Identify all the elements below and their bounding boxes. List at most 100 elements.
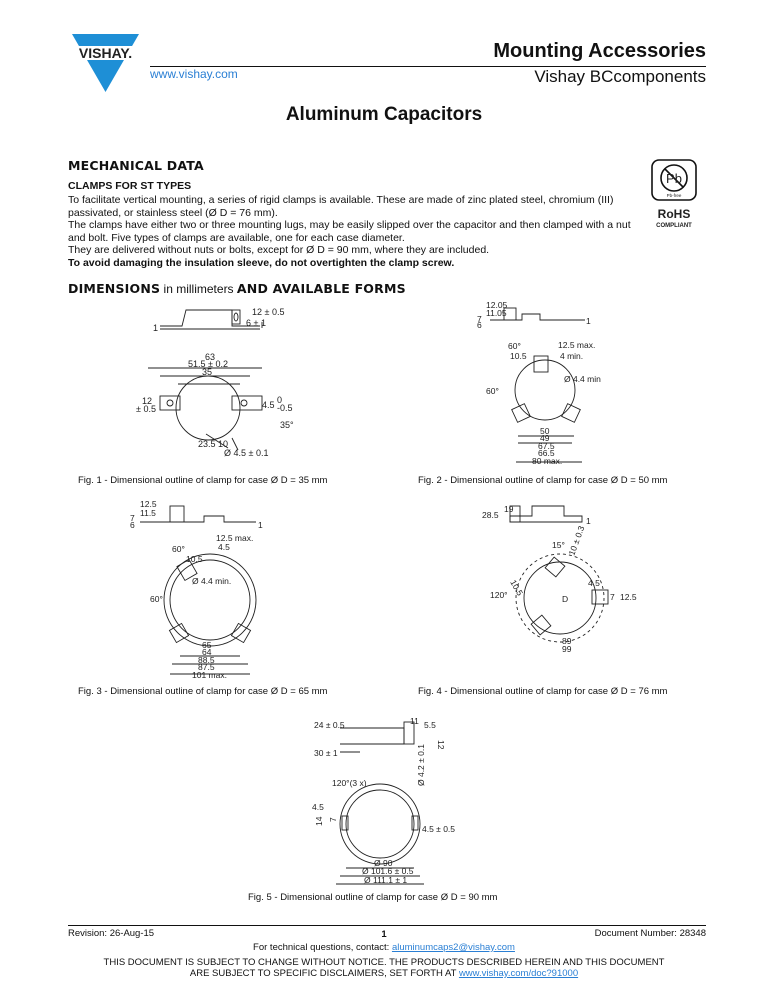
fig4-label: 4.5 bbox=[588, 578, 600, 588]
fig1-label: Ø 4.5 ± 0.1 bbox=[224, 448, 268, 458]
svg-text:RoHS: RoHS bbox=[658, 207, 691, 221]
footer-rule bbox=[68, 925, 706, 926]
clamps-subheading: CLAMPS FOR ST TYPES bbox=[68, 180, 192, 192]
fig1-label: ± 0.5 bbox=[136, 404, 156, 414]
fig2-label: Ø 4.4 min bbox=[564, 374, 601, 384]
fig4-label: 10.5 bbox=[508, 578, 525, 598]
figure-3-caption: Fig. 3 - Dimensional outline of clamp fo… bbox=[78, 686, 328, 697]
fig2-label: 60° bbox=[486, 386, 499, 396]
fig4-label: 1 bbox=[586, 516, 591, 526]
fig3-label: 64 bbox=[202, 647, 212, 657]
fig2-label: 49 bbox=[540, 433, 550, 443]
header-url[interactable]: www.vishay.com bbox=[150, 67, 238, 81]
fig3-label: 10.5 bbox=[186, 554, 203, 564]
page-number: 1 bbox=[381, 929, 387, 940]
fig5-label: 11 bbox=[410, 716, 419, 726]
paragraph: To facilitate vertical mounting, a serie… bbox=[68, 194, 614, 219]
fig2-label: 10.5 bbox=[510, 351, 527, 361]
fig4-label: 10 ± 0.3 bbox=[566, 524, 586, 556]
fig5-label: 120°(3 x) bbox=[332, 778, 367, 788]
figure-1-drawing: 12 ± 0.5 6 ± 1 1 63 51.5 ± 0.2 35 12 ± 0… bbox=[136, 307, 294, 458]
fig3-label: 88.5 bbox=[198, 655, 215, 665]
fig5-label: 4.5 bbox=[312, 802, 324, 812]
fig1-label: 12 ± 0.5 bbox=[252, 307, 284, 317]
fig3-label: 87.5 bbox=[198, 662, 215, 672]
figure-4-caption: Fig. 4 - Dimensional outline of clamp fo… bbox=[418, 686, 668, 697]
fig3-label: 12.5 max. bbox=[216, 533, 253, 543]
fig5-label: Ø 4.2 ± 0.1 bbox=[416, 744, 426, 786]
fig2-label: 1 bbox=[586, 316, 591, 326]
fig1-label: 4.5 bbox=[262, 400, 275, 410]
contact-prefix: For technical questions, contact: bbox=[253, 942, 392, 953]
fig4-label: 99 bbox=[562, 644, 572, 654]
fig5-label: 24 ± 0.5 bbox=[314, 720, 345, 730]
dimensions-bold-1: DIMENSIONS bbox=[68, 281, 161, 296]
rohs-badge: Pb Pb-free RoHS COMPLIANT bbox=[651, 159, 697, 229]
fig4-label: 120° bbox=[490, 590, 508, 600]
figure-2-drawing: 12.05 11.05 7 6 1 60° 12.5 max. 10.5 4 m… bbox=[477, 300, 601, 466]
disclaimer-link[interactable]: www.vishay.com/doc?91000 bbox=[458, 968, 579, 979]
contact-email-link[interactable]: aluminumcaps2@vishay.com bbox=[391, 942, 515, 953]
fig4-label: 19 bbox=[504, 504, 514, 514]
svg-text:Pb: Pb bbox=[666, 171, 682, 186]
footer-disclaimer-2: ARE SUBJECT TO SPECIFIC DISCLAIMERS, SET… bbox=[0, 968, 768, 979]
fig5-label: 7 bbox=[328, 817, 338, 822]
figure-5-drawing: 11 5.5 12 24 ± 0.5 30 ± 1 Ø 4.2 ± 0.1 12… bbox=[312, 716, 455, 885]
fig2-label: 11.05 bbox=[486, 308, 507, 318]
fig2-label: 66.5 bbox=[538, 448, 555, 458]
fig4-label: D bbox=[562, 594, 568, 604]
fig4-label: 28.5 bbox=[482, 510, 499, 520]
fig1-label: 63 bbox=[205, 352, 215, 362]
fig5-label: 14 bbox=[314, 816, 324, 826]
fig1-label: 0 bbox=[277, 395, 282, 405]
fig4-label: 12.5 bbox=[620, 592, 637, 602]
fig1-label: 10 bbox=[218, 439, 228, 449]
disclaimer-prefix: ARE SUBJECT TO SPECIFIC DISCLAIMERS, SET… bbox=[189, 968, 459, 979]
footer-contact: For technical questions, contact: alumin… bbox=[0, 942, 768, 953]
fig1-label: 51.5 ± 0.2 bbox=[188, 359, 228, 369]
fig1-label: 12 bbox=[142, 396, 152, 406]
fig2-label: 60° bbox=[508, 341, 521, 351]
fig2-label: 12.05 bbox=[486, 300, 508, 310]
fig3-label: Ø 4.4 min. bbox=[192, 576, 231, 586]
paragraph: The clamps have either two or three moun… bbox=[68, 219, 631, 244]
fig3-label: 65 bbox=[202, 640, 212, 650]
fig3-label: 4.5 bbox=[218, 542, 230, 552]
fig3-label: 101 max. bbox=[192, 670, 227, 680]
header-title: Mounting Accessories bbox=[493, 40, 706, 62]
fig5-label: Ø 111.1 ± 1 bbox=[364, 875, 407, 885]
fig3-label: 7 bbox=[130, 513, 135, 523]
fig3-label: 11.5 bbox=[140, 508, 156, 518]
fig2-label: 50 bbox=[540, 426, 550, 436]
figure-5-caption: Fig. 5 - Dimensional outline of clamp fo… bbox=[248, 892, 498, 903]
fig3-label: 60° bbox=[150, 594, 163, 604]
figure-1-caption: Fig. 1 - Dimensional outline of clamp fo… bbox=[78, 475, 328, 486]
fig4-label: 7 bbox=[610, 592, 615, 602]
fig2-label: 80 max. bbox=[532, 456, 562, 466]
fig1-label: 1 bbox=[153, 323, 158, 333]
dimensions-heading: DIMENSIONS in millimeters AND AVAILABLE … bbox=[68, 281, 406, 296]
fig1-label: 6 ± 1 bbox=[246, 318, 266, 328]
dimensions-bold-2: AND AVAILABLE FORMS bbox=[236, 281, 406, 296]
dimensions-normal: in millimeters bbox=[160, 282, 237, 296]
figure-2-caption: Fig. 2 - Dimensional outline of clamp fo… bbox=[418, 475, 668, 486]
fig5-label: 5.5 bbox=[424, 720, 436, 730]
fig2-label: 12.5 max. bbox=[558, 340, 595, 350]
fig4-label: 15° bbox=[552, 540, 565, 550]
mechanical-heading: MECHANICAL DATA bbox=[68, 158, 204, 173]
fig2-label: 6 bbox=[477, 320, 482, 330]
svg-text:Pb-free: Pb-free bbox=[667, 193, 682, 198]
fig3-label: 12.5 bbox=[140, 499, 157, 509]
fig2-label: 7 bbox=[477, 314, 482, 324]
figure-3-drawing: 12.5 11.5 7 6 1 12.5 max. 4.5 60° 10.5 Ø… bbox=[130, 499, 263, 680]
fig1-label: 35° bbox=[280, 420, 294, 430]
fig2-label: 67.5 bbox=[538, 441, 555, 451]
fig3-label: 6 bbox=[130, 520, 135, 530]
fig3-label: 1 bbox=[258, 520, 263, 530]
fig5-label: Ø 90 bbox=[374, 858, 393, 868]
fig4-label: 89 bbox=[562, 636, 572, 646]
warning-text: To avoid damaging the insulation sleeve,… bbox=[68, 256, 455, 269]
document-title: Aluminum Capacitors bbox=[285, 104, 483, 125]
fig5-label: 30 ± 1 bbox=[314, 748, 338, 758]
vishay-logo: VISHAY. bbox=[68, 34, 143, 92]
